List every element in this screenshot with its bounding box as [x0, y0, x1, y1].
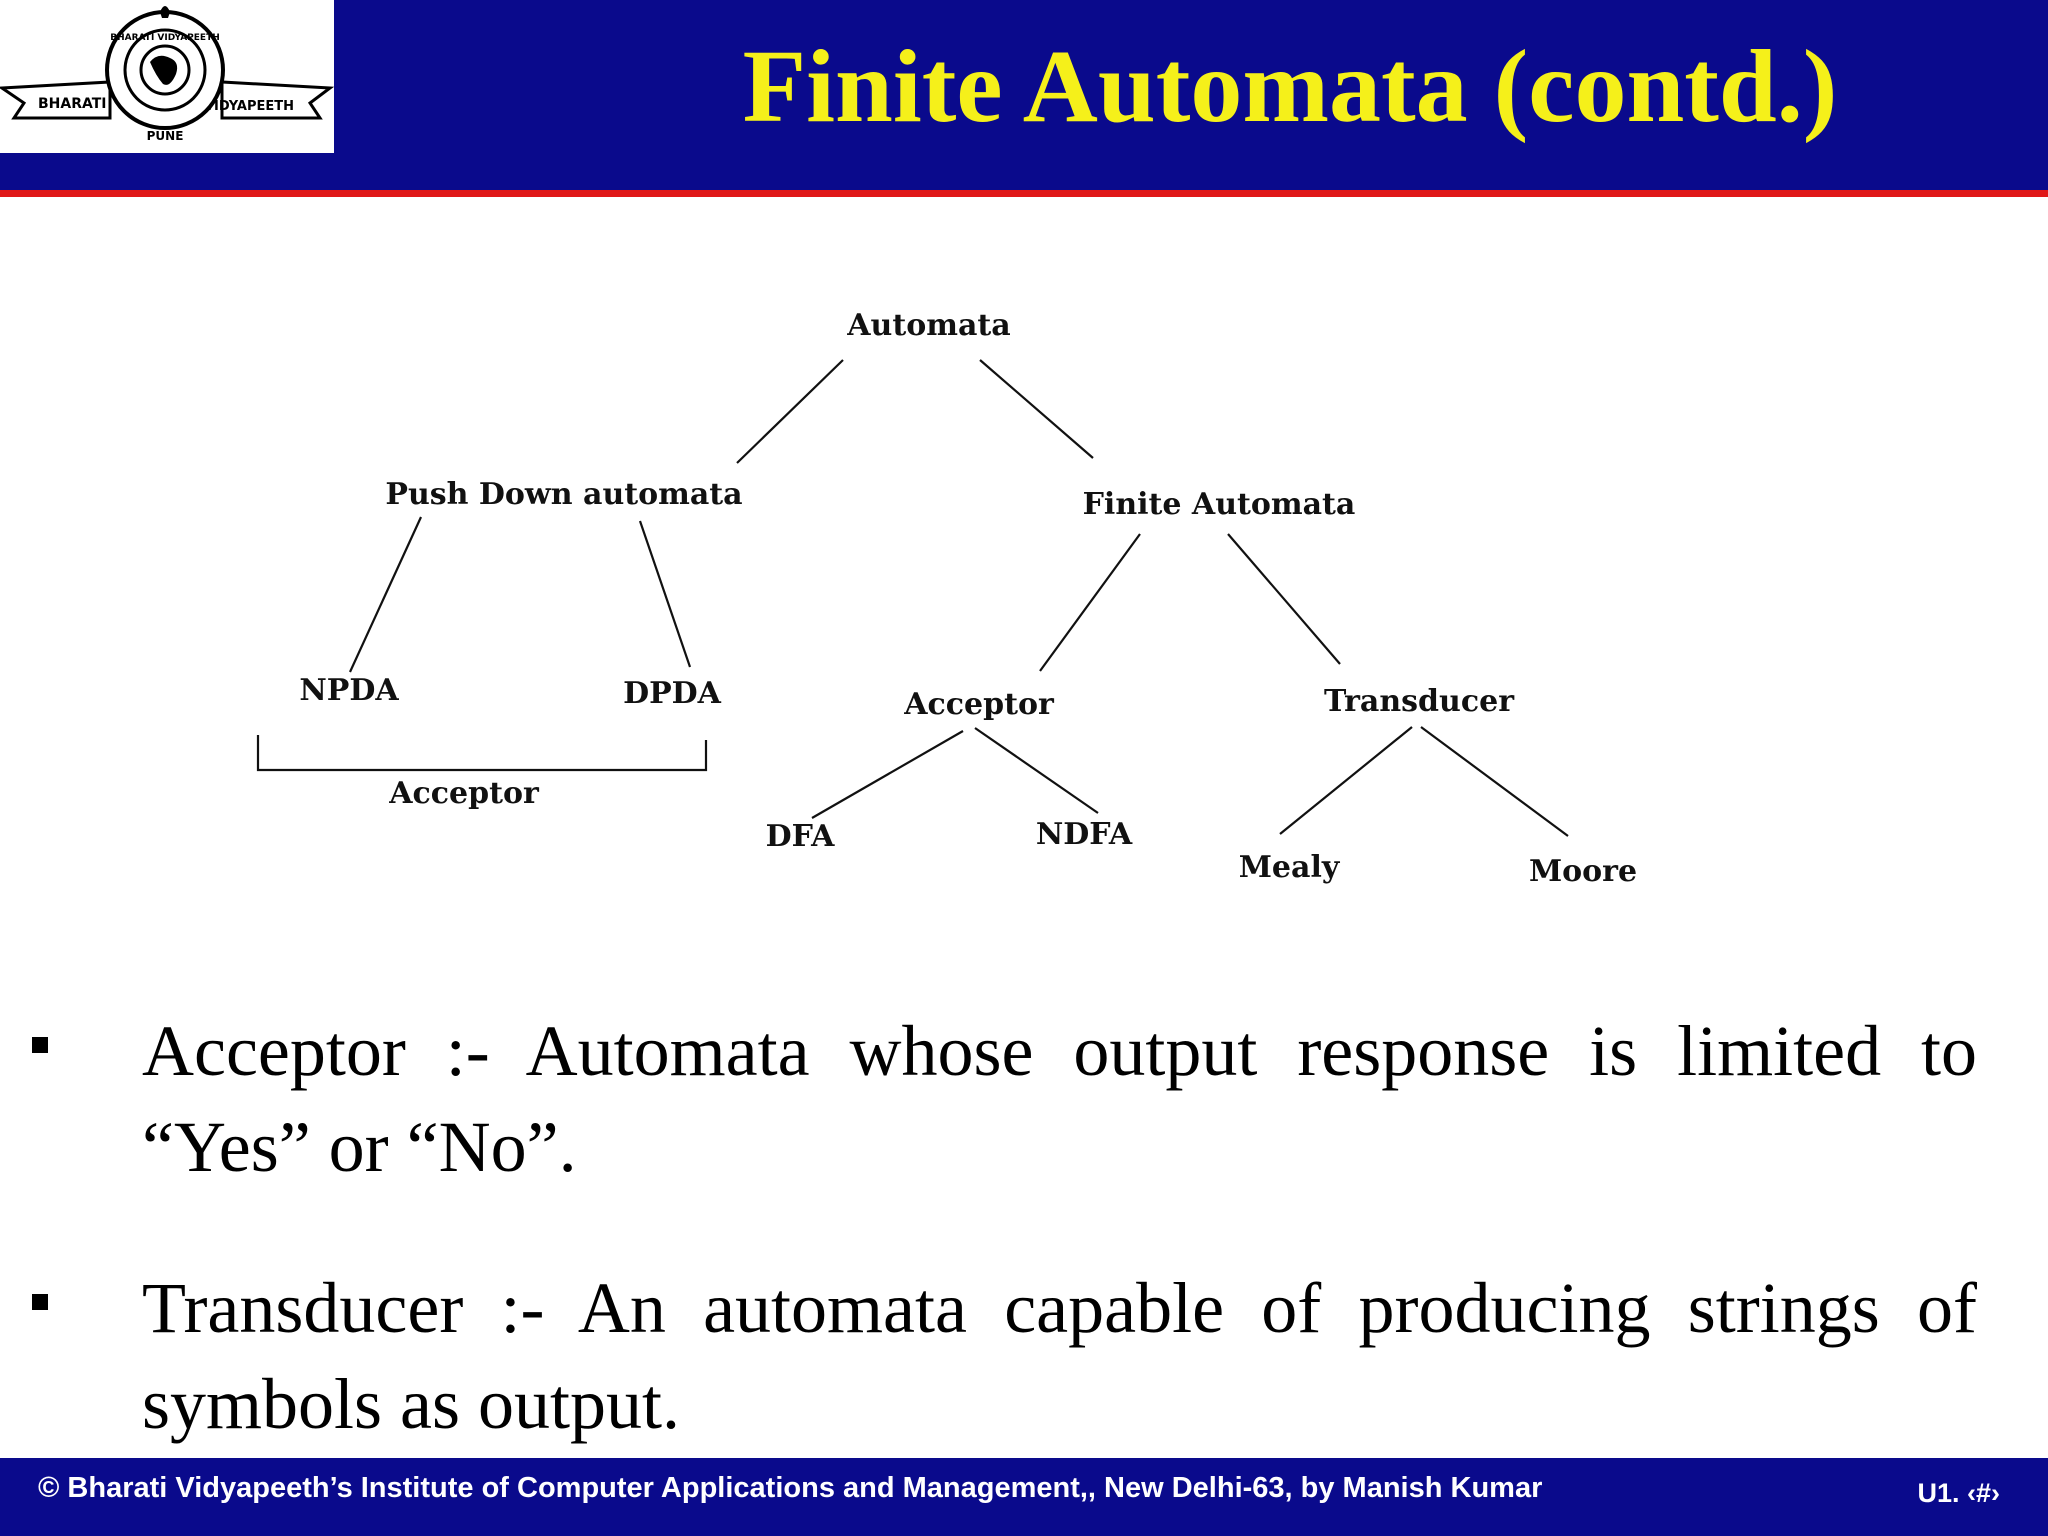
node-ndfa: NDFA: [1036, 817, 1133, 852]
edge-fa-to-acceptor: [1039, 533, 1141, 672]
pda-acceptor-label: Acceptor: [388, 776, 540, 811]
node-mealy: Mealy: [1239, 850, 1341, 885]
bullet-acceptor-text: Acceptor :- Automata whose output respon…: [142, 1011, 1977, 1187]
bullet-square-icon: [32, 1037, 48, 1053]
edge-pda-to-dpda: [638, 520, 692, 668]
acceptor-group-bracket: [256, 735, 708, 772]
node-npda: NPDA: [299, 673, 399, 708]
edge-transducer-to-moore: [1420, 726, 1569, 837]
automata-classification-tree: Automata Push Down automata Finite Autom…: [256, 308, 1637, 889]
logo-bottom-text: PUNE: [147, 129, 184, 143]
node-dfa: DFA: [766, 819, 836, 854]
edge-root-to-fa: [979, 359, 1094, 459]
edge-root-to-pda: [736, 359, 844, 464]
slide-number: U1. ‹#›: [1917, 1478, 2000, 1508]
edge-acceptor-to-ndfa: [974, 727, 1099, 814]
edge-pda-to-npda: [348, 516, 423, 673]
node-transducer: Transducer: [1324, 684, 1515, 719]
node-finite-automata: Finite Automata: [1083, 487, 1356, 522]
node-dpda: DPDA: [623, 676, 722, 711]
institution-logo: BHARATI VIDYAPEETH PUNE BHARATI VIDYAPEE…: [0, 0, 334, 153]
header-accent-rule: [0, 190, 2048, 197]
slide-header: [0, 0, 2048, 190]
edge-transducer-to-mealy: [1279, 726, 1413, 835]
slide-footer: © Bharati Vidyapeeth’s Institute of Comp…: [0, 1458, 2048, 1536]
footer-copyright: © Bharati Vidyapeeth’s Institute of Comp…: [38, 1472, 1543, 1504]
node-moore: Moore: [1529, 854, 1637, 889]
node-fa-acceptor: Acceptor: [903, 687, 1055, 722]
logo-emblem: BHARATI VIDYAPEETH PUNE BHARATI VIDYAPEE…: [0, 6, 334, 143]
node-push-down-automata: Push Down automata: [385, 477, 742, 512]
edge-acceptor-to-dfa: [811, 730, 964, 819]
logo-ring-text: BHARATI VIDYAPEETH: [110, 33, 220, 43]
bullet-transducer-text: Transducer :- An automata capable of pro…: [142, 1268, 1977, 1444]
slide-title: Finite Automata (contd.): [742, 29, 1838, 144]
logo-right-text: VIDYAPEETH: [204, 99, 294, 114]
edge-fa-to-transducer: [1227, 533, 1341, 665]
logo-left-text: BHARATI: [38, 96, 107, 112]
node-automata: Automata: [846, 308, 1010, 343]
bullet-square-icon: [32, 1294, 48, 1310]
